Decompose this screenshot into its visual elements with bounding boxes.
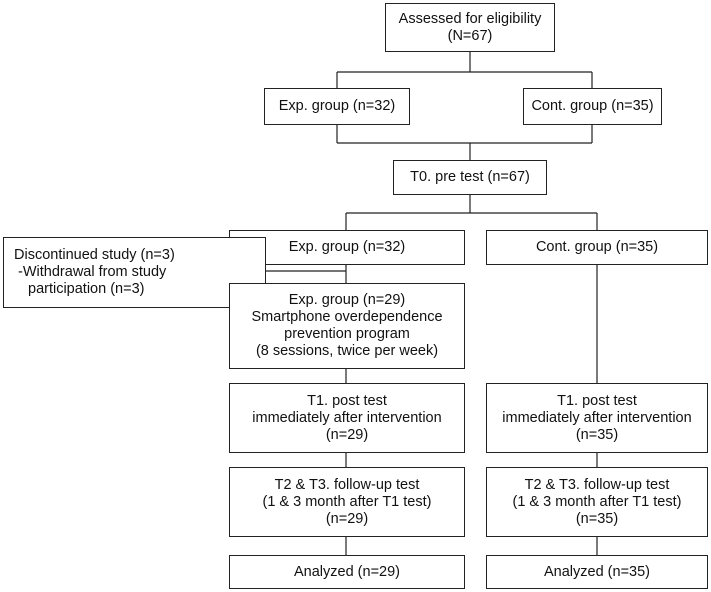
exp-t1-line-1: T1. post test [307, 392, 387, 409]
pretest-label: T0. pre test (n=67) [410, 169, 530, 185]
exp-t23-box: T2 & T3. follow-up test (1 & 3 month aft… [229, 467, 465, 537]
exp-analyzed-label: Analyzed (n=29) [294, 563, 400, 580]
cont-t23-line-2: (1 & 3 month after T1 test) [512, 493, 682, 510]
cont-t23-line-1: T2 & T3. follow-up test [524, 476, 670, 493]
exp-program-box: Exp. group (n=29) Smartphone overdepende… [229, 283, 465, 369]
assessed-line-1: Assessed for eligibility [398, 10, 542, 27]
exp-group-box: Exp. group (n=32) [229, 230, 465, 265]
discontinued-line-2: -Withdrawal from study [14, 264, 167, 280]
exp-program-line-4: (8 sessions, twice per week) [255, 343, 439, 359]
cont-t23-box: T2 & T3. follow-up test (1 & 3 month aft… [486, 467, 708, 537]
discontinued-line-3: participation (n=3) [28, 281, 145, 297]
cont-t1-box: T1. post test immediately after interven… [486, 383, 708, 453]
exp-group-label: Exp. group (n=32) [288, 239, 406, 255]
cont-analyzed-box: Analyzed (n=35) [486, 555, 708, 589]
assessed-box: Assessed for eligibility (N=67) [385, 3, 555, 52]
exp-program-line-1: Exp. group (n=29) [288, 292, 406, 308]
exp-t23-line-2: (1 & 3 month after T1 test) [262, 493, 432, 510]
cont-group-box: Cont. group (n=35) [486, 230, 708, 265]
exp-t23-line-1: T2 & T3. follow-up test [274, 476, 420, 493]
exp-program-line-2: Smartphone overdependence [251, 309, 443, 325]
allocation-exp-box: Exp. group (n=32) [264, 88, 410, 125]
allocation-cont-label: Cont. group (n=35) [531, 98, 654, 114]
pretest-box: T0. pre test (n=67) [393, 160, 547, 195]
cont-t1-line-2: immediately after intervention [502, 409, 692, 426]
cont-group-label: Cont. group (n=35) [535, 239, 659, 255]
cont-t23-line-3: (n=35) [575, 510, 619, 527]
exp-analyzed-box: Analyzed (n=29) [229, 555, 465, 589]
exp-t1-line-2: immediately after intervention [252, 409, 442, 426]
assessed-line-2: (N=67) [447, 27, 493, 44]
exp-t1-line-3: (n=29) [325, 426, 369, 443]
exp-t1-box: T1. post test immediately after interven… [229, 383, 465, 453]
cont-analyzed-label: Analyzed (n=35) [544, 563, 650, 580]
allocation-exp-label: Exp. group (n=32) [278, 98, 396, 114]
discontinued-line-1: Discontinued study (n=3) [14, 247, 175, 263]
exp-t23-line-3: (n=29) [325, 510, 369, 527]
discontinued-box: Discontinued study (n=3) -Withdrawal fro… [3, 237, 266, 308]
cont-t1-line-3: (n=35) [575, 426, 619, 443]
exp-program-line-3: prevention program [284, 326, 410, 342]
allocation-cont-box: Cont. group (n=35) [523, 88, 662, 125]
cont-t1-line-1: T1. post test [557, 392, 637, 409]
